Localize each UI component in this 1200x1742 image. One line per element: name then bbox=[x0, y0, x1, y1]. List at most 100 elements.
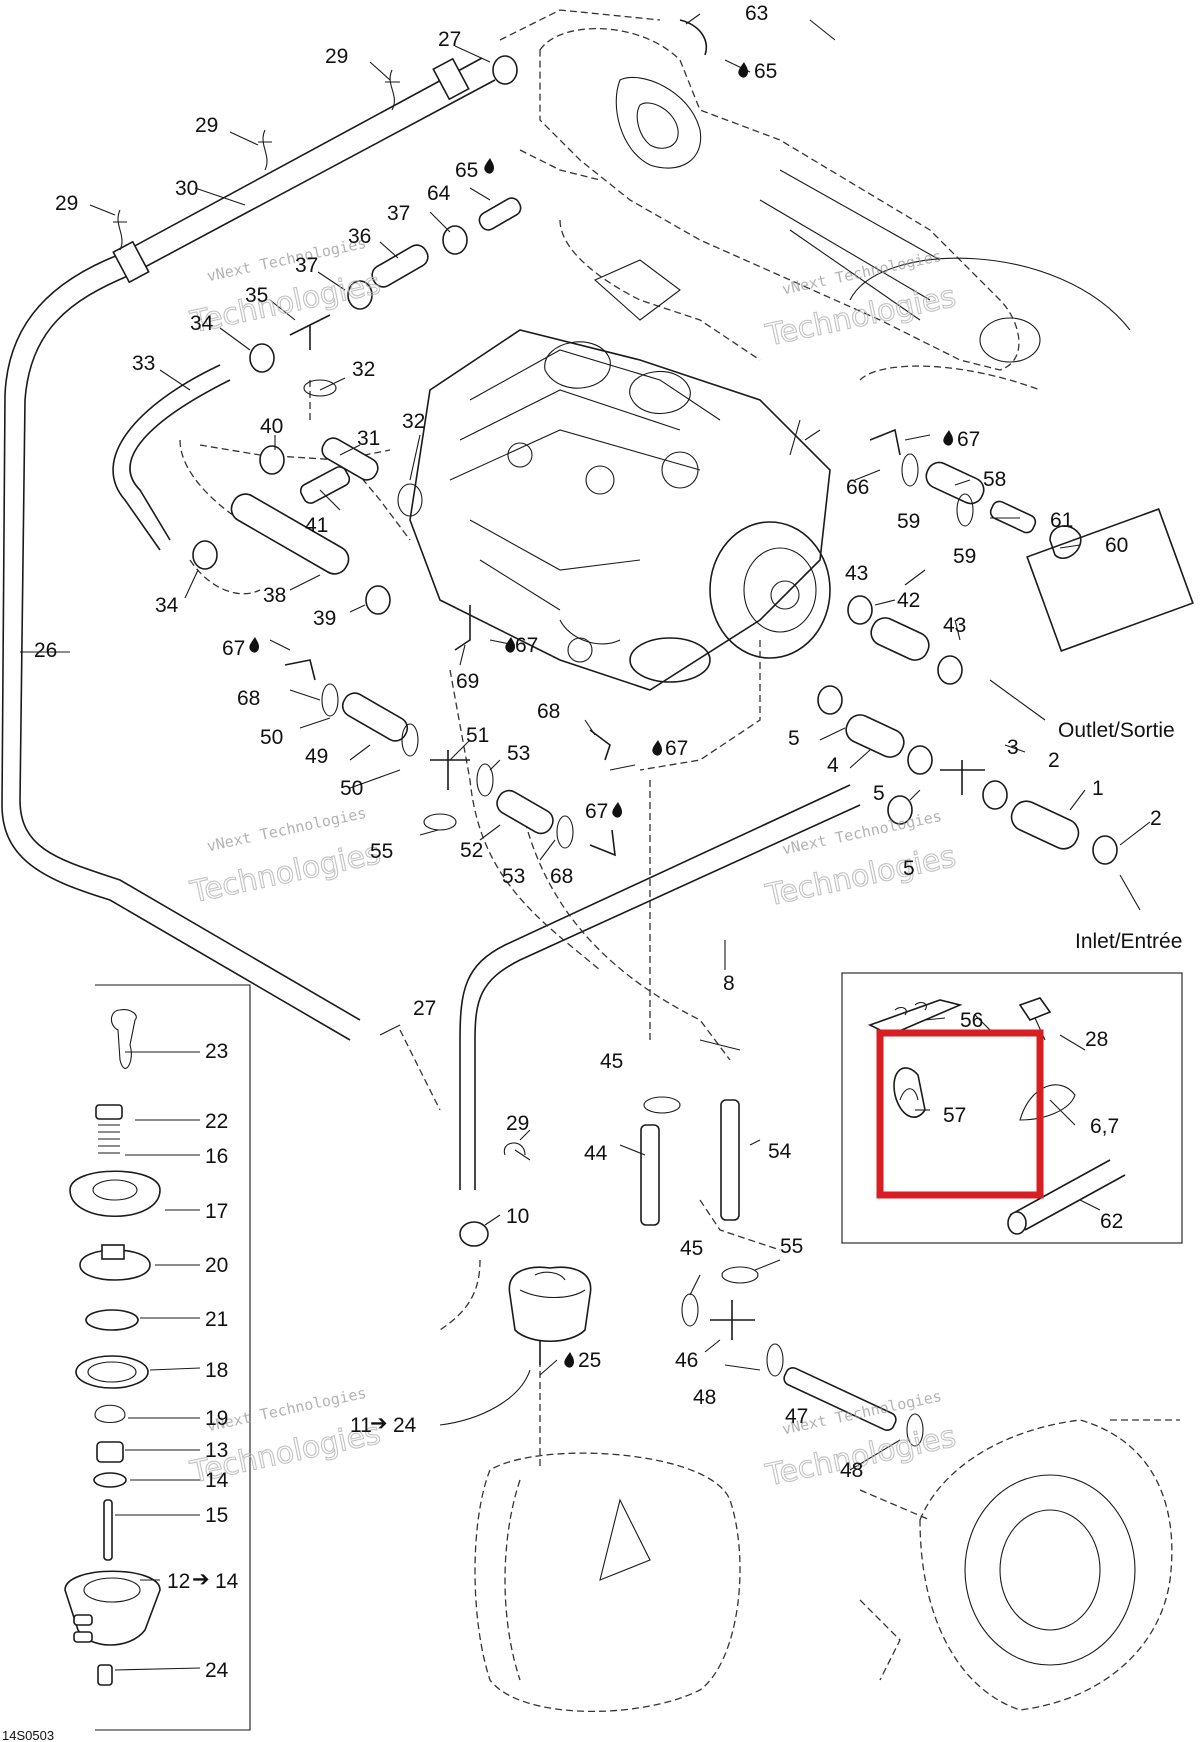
callout-30: 30 bbox=[175, 177, 198, 200]
callout-59: 59 bbox=[897, 510, 920, 533]
callout-15: 15 bbox=[205, 1504, 228, 1527]
callout-28: 28 bbox=[1085, 1028, 1108, 1051]
callout-45: 45 bbox=[600, 1050, 623, 1073]
callout-60: 60 bbox=[1105, 534, 1128, 557]
callout-40: 40 bbox=[260, 415, 283, 438]
callout-53: 53 bbox=[502, 865, 525, 888]
callout-29: 29 bbox=[55, 192, 78, 215]
callout-32: 32 bbox=[352, 358, 375, 381]
callout-50: 50 bbox=[260, 726, 283, 749]
callout-51: 51 bbox=[466, 724, 489, 747]
drop-icon bbox=[612, 802, 622, 818]
drop-icon bbox=[249, 637, 259, 653]
callout-12: 12 bbox=[167, 1570, 190, 1593]
callout-27: 27 bbox=[413, 997, 436, 1020]
callout-55: 55 bbox=[780, 1235, 803, 1258]
callout-57: 57 bbox=[943, 1104, 966, 1127]
leader-lines bbox=[20, 13, 1151, 1671]
drop-icon bbox=[652, 740, 662, 756]
drawing-code: 14S0503 bbox=[2, 1728, 54, 1742]
callout-48: 48 bbox=[840, 1459, 863, 1482]
engine-block bbox=[409, 329, 831, 691]
callout-37: 37 bbox=[295, 254, 318, 277]
callout-48: 48 bbox=[693, 1386, 716, 1409]
callout-69: 69 bbox=[456, 670, 479, 693]
callout-29: 29 bbox=[325, 45, 348, 68]
drop-icon bbox=[505, 637, 515, 653]
callout-68: 68 bbox=[537, 700, 560, 723]
callout-2: 2 bbox=[1048, 749, 1060, 772]
callout-11: 11 bbox=[350, 1414, 372, 1437]
inlet-label: Inlet/Entrée bbox=[1075, 930, 1182, 953]
callout-12-to: 14 bbox=[215, 1570, 239, 1593]
sealant-drop-icons bbox=[249, 62, 953, 1368]
callout-61: 61 bbox=[1050, 509, 1073, 532]
callout-18: 18 bbox=[205, 1359, 228, 1382]
drop-icon bbox=[564, 1352, 574, 1368]
drop-icon bbox=[484, 158, 494, 174]
callout-67: 67 bbox=[665, 737, 688, 760]
callout-27: 27 bbox=[438, 28, 461, 51]
callout-47: 47 bbox=[785, 1405, 808, 1428]
callout-35: 35 bbox=[245, 284, 268, 307]
callout-53: 53 bbox=[507, 742, 530, 765]
callout-62: 62 bbox=[1100, 1210, 1123, 1233]
right-fittings bbox=[817, 257, 1194, 911]
callout-59: 59 bbox=[953, 545, 976, 568]
callout-43: 43 bbox=[943, 614, 966, 637]
routing-lines bbox=[179, 380, 931, 1521]
callout-55: 55 bbox=[370, 840, 393, 863]
callout-44: 44 bbox=[584, 1142, 608, 1165]
callout-33: 33 bbox=[132, 352, 155, 375]
callout-1: 1 bbox=[1092, 777, 1104, 800]
callout-6-7: 6,7 bbox=[1090, 1115, 1119, 1138]
hose-26-30 bbox=[1, 57, 496, 1041]
callout-37: 37 bbox=[387, 202, 410, 225]
callout-23: 23 bbox=[205, 1040, 228, 1063]
callout-4: 4 bbox=[827, 754, 839, 777]
callout-68: 68 bbox=[550, 865, 573, 888]
callout-10: 10 bbox=[506, 1205, 529, 1228]
callout-36: 36 bbox=[348, 225, 371, 248]
callout-14: 14 bbox=[205, 1469, 229, 1492]
callout-21: 21 bbox=[205, 1308, 228, 1331]
highlight-box bbox=[876, 1029, 1044, 1199]
callout-43: 43 bbox=[845, 562, 868, 585]
callout-arrow: ➔ bbox=[192, 1568, 210, 1591]
callout-11-to: 24 bbox=[393, 1414, 417, 1437]
callout-20: 20 bbox=[205, 1254, 228, 1277]
upper-left-fittings bbox=[112, 19, 707, 651]
callout-34: 34 bbox=[155, 594, 179, 617]
callout-41: 41 bbox=[305, 514, 328, 537]
callout-68: 68 bbox=[237, 687, 260, 710]
callout-63: 63 bbox=[745, 2, 768, 25]
valve-exploded-view bbox=[64, 984, 251, 1731]
callout-19: 19 bbox=[205, 1407, 228, 1430]
callout-65: 65 bbox=[754, 60, 777, 83]
outlet-label: Outlet/Sortie bbox=[1058, 719, 1175, 742]
callout-67: 67 bbox=[515, 634, 538, 657]
callout-54: 54 bbox=[768, 1140, 792, 1163]
callout-42: 42 bbox=[897, 589, 920, 612]
callout-24: 24 bbox=[205, 1659, 229, 1682]
callout-38: 38 bbox=[263, 584, 286, 607]
drop-icon bbox=[943, 430, 953, 446]
mid-left-fittings bbox=[284, 659, 616, 857]
callout-39: 39 bbox=[313, 607, 336, 630]
callout-32: 32 bbox=[402, 410, 425, 433]
callout-65: 65 bbox=[455, 159, 478, 182]
callout-46: 46 bbox=[675, 1349, 698, 1372]
inset-box bbox=[841, 972, 1183, 1244]
callout-17: 17 bbox=[205, 1200, 228, 1223]
callout-8: 8 bbox=[723, 972, 735, 995]
callout-67: 67 bbox=[585, 800, 608, 823]
callout-34: 34 bbox=[190, 312, 214, 335]
callout-5: 5 bbox=[873, 782, 885, 805]
callout-49: 49 bbox=[305, 745, 328, 768]
callout-5: 5 bbox=[903, 857, 915, 880]
callout-5: 5 bbox=[788, 727, 800, 750]
drop-icon bbox=[738, 62, 748, 78]
callout-22: 22 bbox=[205, 1110, 228, 1133]
